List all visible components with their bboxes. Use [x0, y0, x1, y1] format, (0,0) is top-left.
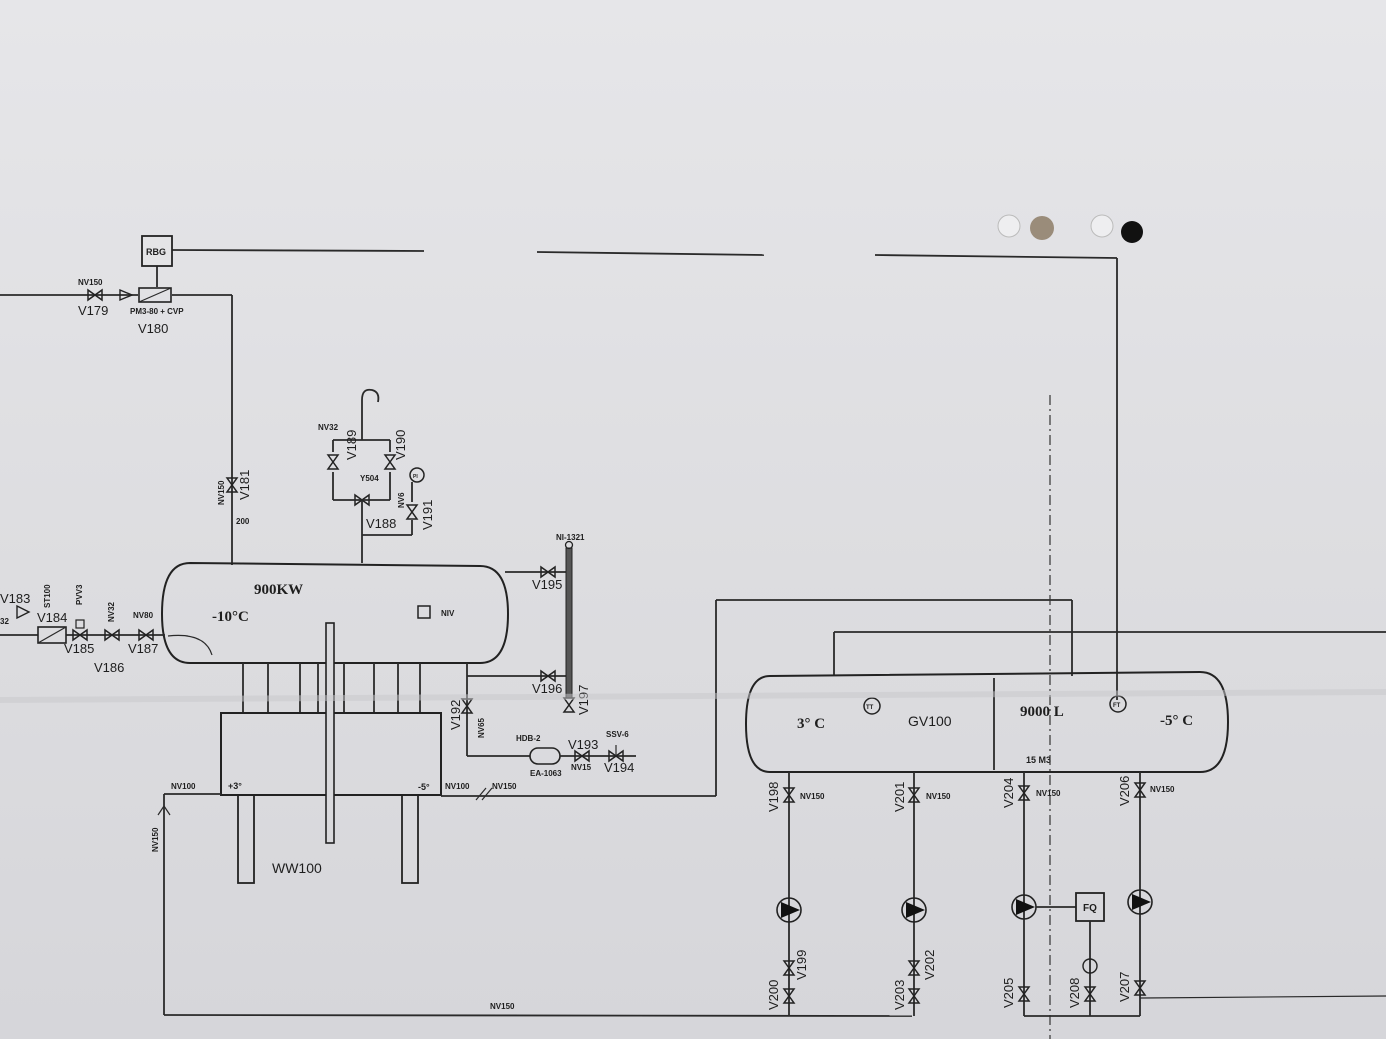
pump-leg-4: [1127, 772, 1386, 1016]
pump-2[interactable]: [901, 897, 927, 923]
ea1063-label: EA-1063: [530, 769, 562, 778]
v185-label: V185: [64, 641, 94, 656]
v192-label: V192: [448, 700, 463, 730]
strainer-st100: [37, 626, 67, 644]
nv100-label-left: NV100: [171, 782, 196, 791]
interconnect-pipes: [242, 663, 421, 713]
v204-label: V204: [1001, 778, 1016, 808]
v180-label: V180: [138, 321, 168, 336]
v191-label: V191: [420, 500, 435, 530]
v188-label: V188: [366, 516, 396, 531]
nv150-v206: NV150: [1150, 785, 1175, 794]
vessel-900kw: [160, 561, 510, 664]
v205-label: V205: [1001, 978, 1016, 1008]
v202-label: V202: [922, 950, 937, 980]
nv6-label: NV6: [397, 492, 406, 508]
v197-label: V197: [576, 685, 591, 715]
st100-label: ST100: [43, 584, 52, 608]
nv150-v198: NV150: [800, 792, 825, 801]
pvv3-label: PVV3: [75, 584, 84, 605]
nv15-label: NV15: [571, 763, 592, 772]
y504-label: Y504: [360, 474, 379, 483]
pump-leg-3: [1011, 772, 1140, 1017]
buffer-volume-m3: 15 M3: [1026, 755, 1051, 765]
nv150-label: NV150: [78, 278, 103, 287]
exchanger-leg-left: [237, 794, 255, 884]
v206-label: V206: [1117, 776, 1132, 806]
v208-label: V208: [1067, 978, 1082, 1008]
tt-label: TT: [866, 705, 874, 711]
hdb2-label: HDB-2: [516, 734, 541, 743]
v184-label: V184: [37, 610, 67, 625]
nv150-v204: NV150: [1036, 789, 1061, 798]
v198-label: V198: [766, 782, 781, 812]
valve-v183[interactable]: [16, 604, 31, 620]
pump-leg-1: [776, 772, 802, 1016]
buffer-temp-left: 3° C: [797, 716, 825, 732]
nv32-label-left: NV32: [107, 601, 116, 622]
exchanger-center-shaft: [325, 622, 335, 844]
v189-label: V189: [344, 430, 359, 460]
ssv6-label: SSV-6: [606, 730, 629, 739]
level-glass-ni1321: [565, 547, 573, 699]
pump-1[interactable]: [776, 897, 802, 923]
v187-label: V187: [128, 641, 158, 656]
valve-v197[interactable]: [563, 697, 575, 713]
pump-4[interactable]: [1127, 889, 1153, 915]
v196-label: V196: [532, 681, 562, 696]
v186-label: V186: [94, 660, 124, 675]
vessel-temp: -10°C: [212, 609, 249, 625]
exchanger-out-temp: -5°: [418, 782, 430, 792]
dn200-label: 200: [236, 517, 250, 526]
fq-label: FQ: [1083, 903, 1097, 914]
v203-label: V203: [892, 980, 907, 1010]
pm3-label: PM3-80 + CVP: [130, 307, 184, 316]
temp-transmitter: [863, 697, 881, 715]
nv65-label: NV65: [477, 717, 486, 738]
buffer-volume: 9000 L: [1020, 704, 1064, 720]
pump-leg-2: [901, 772, 927, 1016]
nv150-label-right: NV150: [492, 782, 517, 791]
v193-label: V193: [568, 737, 598, 752]
buffer-temp-right: -5° C: [1160, 713, 1193, 729]
exchanger-label: WW100: [272, 860, 322, 876]
v194-label: V194: [604, 760, 634, 775]
nv150-label-bottom: NV150: [490, 1002, 515, 1011]
v195-label: V195: [532, 577, 562, 592]
niv-label: NIV: [441, 609, 455, 618]
v199-label: V199: [794, 950, 809, 980]
punch-holes: [997, 214, 1143, 243]
n32-label: 32: [0, 617, 9, 626]
v207-label: V207: [1117, 972, 1132, 1002]
exchanger-leg-right: [401, 794, 419, 884]
v183-label: V183: [0, 591, 30, 606]
rbg-controller-box: [141, 235, 173, 267]
nv150-v201: NV150: [926, 792, 951, 801]
pressure-indicator: [409, 467, 425, 483]
exchanger-in-temp: +3°: [228, 781, 242, 791]
nv150-label-left: NV150: [151, 827, 160, 852]
valve-v180[interactable]: [119, 287, 172, 303]
ft-label: FT: [1113, 703, 1121, 709]
v181-label: V181: [237, 470, 252, 500]
ni1321-label: NI-1321: [556, 533, 585, 542]
buffer-name: GV100: [908, 713, 952, 729]
vessel-power: 900KW: [254, 582, 303, 598]
rbg-label: RBG: [146, 247, 166, 257]
v201-label: V201: [892, 782, 907, 812]
nv100-label-right: NV100: [445, 782, 470, 791]
valve-v189[interactable]: [327, 454, 339, 470]
v190-label: V190: [393, 430, 408, 460]
pi-label: PI: [413, 474, 418, 480]
nv32-label-top: NV32: [318, 423, 339, 432]
v179-label: V179: [78, 303, 108, 318]
valve-v191[interactable]: [406, 504, 418, 520]
level-indicator-box: [417, 605, 431, 619]
nv80-label: NV80: [133, 611, 154, 620]
nv150-v181: NV150: [217, 480, 226, 505]
v200-label: V200: [766, 980, 781, 1010]
hose-hdb2: [529, 747, 561, 765]
